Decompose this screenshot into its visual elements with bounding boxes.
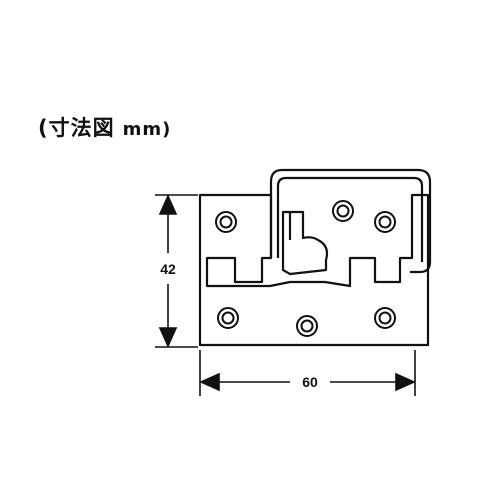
mounting-hole-top-right [374, 211, 396, 233]
height-arrow-bottom [158, 327, 178, 348]
mounting-hole-bottom-right [374, 307, 396, 329]
wire-loop [269, 168, 432, 274]
center-knuckle [281, 210, 329, 276]
mounting-hole-top-middle [332, 200, 354, 222]
height-dimension-label: 42 [160, 261, 176, 277]
wire-loop-inner [276, 176, 424, 262]
mounting-hole-bottom-left [217, 307, 239, 329]
mounting-hole-bottom-middle [296, 315, 318, 337]
width-arrow-right [395, 372, 416, 392]
drawing-title-label: (寸法図 [38, 116, 115, 140]
mounting-hole-top-left [215, 211, 237, 233]
width-dimension-label: 60 [302, 374, 318, 390]
hinge-plate-outline [198, 193, 430, 347]
height-arrow-top [158, 194, 178, 215]
width-arrow-left [199, 372, 220, 392]
drawing-title: (寸法図 mm) [38, 112, 171, 142]
drawing-title-unit: mm) [122, 119, 172, 140]
